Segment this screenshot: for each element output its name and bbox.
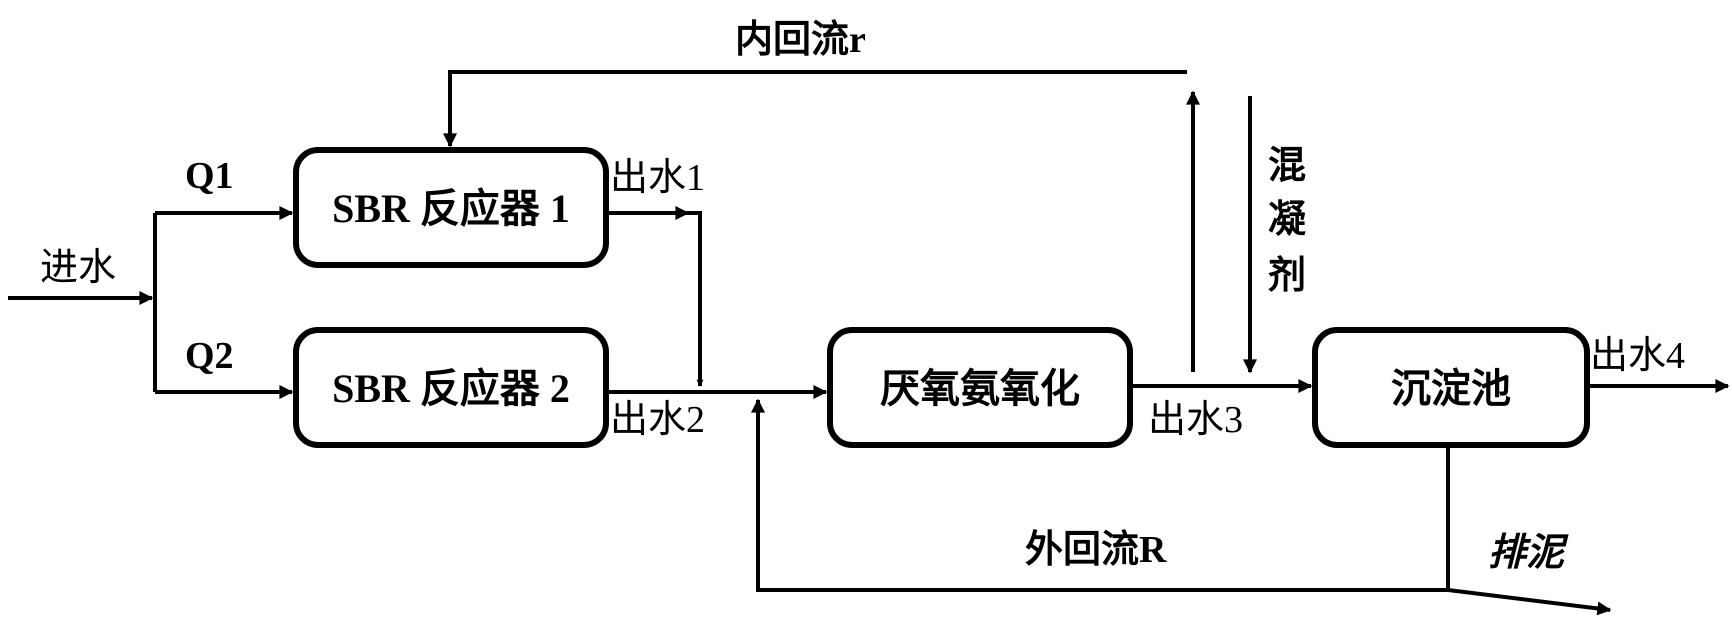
- effluent-1-label: 出水1: [610, 157, 705, 199]
- coagulant-label-char-3: 剂: [1268, 255, 1306, 297]
- settling-tank-label: 沉淀池: [1391, 366, 1511, 411]
- anammox-label: 厌氧氨氧化: [880, 366, 1080, 411]
- q2-label: Q2: [185, 335, 234, 377]
- sbr-reactor-1-label: SBR 反应器 1: [332, 186, 570, 231]
- effluent-4-label: 出水4: [1590, 335, 1685, 377]
- sludge-discharge-label: 排泥: [1488, 532, 1569, 574]
- sbr-reactor-2-label: SBR 反应器 2: [332, 366, 570, 411]
- sbr-reactor-2-box: [293, 327, 609, 448]
- external-recycle-arrow: [751, 398, 1450, 592]
- coagulant-label-char-1: 混: [1268, 145, 1306, 187]
- sbr-reactor-1-box: [293, 147, 609, 268]
- effluent-1-arrow: [606, 211, 704, 387]
- sludge-discharge-arrow: [1447, 588, 1612, 616]
- external-recycle-label: 外回流R: [1025, 529, 1167, 571]
- effluent-2-label: 出水2: [610, 399, 705, 441]
- q1-label: Q1: [185, 155, 234, 197]
- influent-label: 进水: [40, 247, 116, 289]
- internal-recycle-arrow: [443, 70, 1187, 148]
- internal-recycle-label: 内回流r: [735, 19, 866, 61]
- effluent-3-label: 出水3: [1148, 399, 1243, 441]
- coagulant-label-char-2: 凝: [1268, 199, 1306, 241]
